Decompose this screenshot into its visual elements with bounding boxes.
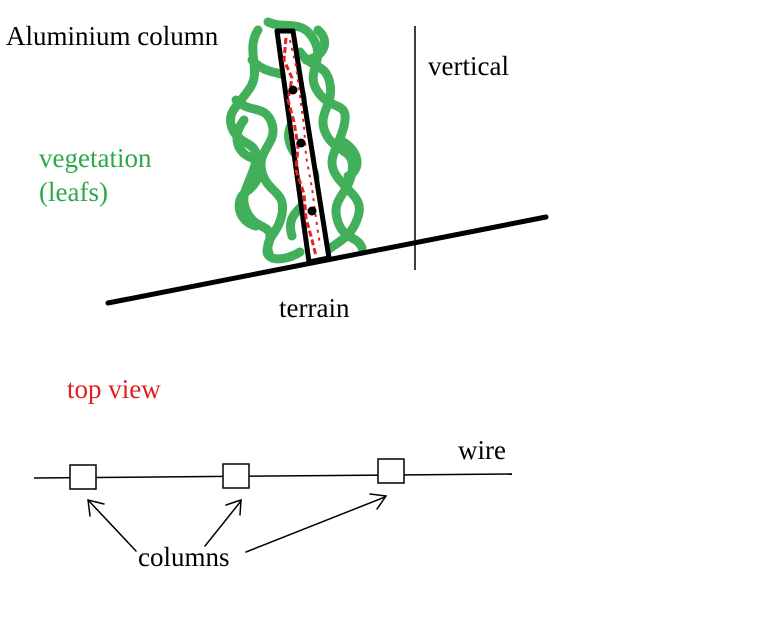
arrow-to-column-3	[245, 496, 386, 553]
arrowhead-icon	[87, 499, 105, 517]
label-vertical: vertical	[428, 51, 509, 81]
arrowhead-icon	[369, 493, 388, 510]
arrowhead-icon	[225, 498, 242, 516]
aluminium-column	[274, 28, 332, 265]
label-columns: columns	[138, 542, 230, 572]
wire-line	[33, 473, 513, 479]
column-bolt	[307, 206, 317, 216]
label-top-view: top view	[67, 374, 161, 404]
arrow-to-column-1	[88, 500, 137, 552]
arrow-to-column-2	[204, 500, 242, 547]
label-vegetation: vegetation	[39, 143, 152, 173]
label-terrain: terrain	[279, 293, 350, 323]
columns-arrows	[87, 493, 388, 553]
column-bolt	[288, 85, 298, 95]
terrain-line	[105, 214, 549, 306]
column-bolt	[296, 138, 306, 148]
column-square	[222, 463, 250, 489]
label-aluminium-column: Aluminium column	[6, 21, 219, 51]
label-wire: wire	[458, 435, 506, 465]
column-square	[377, 458, 405, 484]
column-square	[69, 464, 97, 490]
label-leafs: (leafs)	[39, 177, 108, 207]
